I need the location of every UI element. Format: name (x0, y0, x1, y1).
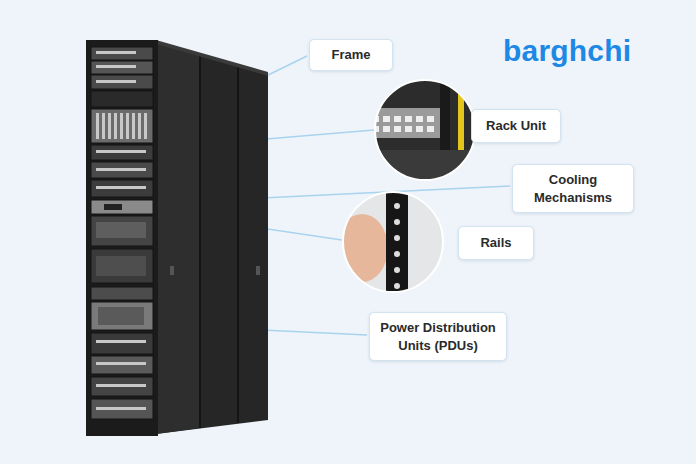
port (383, 116, 390, 122)
closeup-border (343, 192, 443, 292)
label-text: Frame (331, 46, 370, 64)
closeup-ground (370, 75, 480, 185)
rack-unit-closeup (370, 75, 480, 185)
closeup-border (375, 80, 475, 180)
drive-bay (96, 168, 146, 171)
rack-cabinet (86, 40, 268, 436)
rail-hole (394, 283, 400, 289)
unit-details (96, 51, 147, 410)
panel-latch (170, 266, 174, 275)
blade-enclosure (91, 109, 153, 143)
server-unit (91, 249, 153, 283)
label-text: Rack Unit (486, 117, 546, 135)
tape-library (91, 302, 153, 330)
port (405, 126, 412, 132)
side-panel (156, 42, 268, 434)
display-unit (91, 200, 153, 214)
tape-slot (98, 307, 144, 325)
patch-panel (370, 108, 450, 138)
server-unit (91, 61, 153, 74)
lcd-display (104, 204, 122, 210)
server-unit (91, 162, 153, 178)
label-box: Frame (309, 39, 393, 71)
rail-hole (394, 267, 400, 273)
rack-frame (86, 40, 158, 436)
rails-closeup (336, 188, 450, 300)
rack-units (91, 47, 153, 419)
label-box: Rails (458, 226, 534, 260)
label-box: Cooling Mechanisms (512, 164, 634, 213)
drive-bay (96, 384, 146, 387)
port (405, 116, 412, 122)
panel-seam (237, 65, 239, 423)
blade-slot (132, 113, 135, 139)
blade-slot (114, 113, 117, 139)
label-text: Cooling Mechanisms (521, 171, 625, 206)
drive-bay (96, 407, 146, 410)
rail (386, 188, 408, 298)
blade-slot (108, 113, 111, 139)
rail-hole (394, 251, 400, 257)
port (427, 116, 434, 122)
server-unit (91, 377, 153, 396)
server-unit (91, 333, 153, 354)
server-unit (91, 287, 153, 300)
drive-bay (96, 362, 146, 365)
port (427, 126, 434, 132)
panel-seam (199, 54, 201, 428)
label-box: Rack Unit (471, 109, 561, 143)
rail-hole (394, 235, 400, 241)
drive-bay (96, 65, 136, 68)
port (394, 116, 401, 122)
drive-bay (96, 51, 136, 54)
blade-slot (120, 113, 123, 139)
label-text: Power Distribution Units (PDUs) (378, 319, 498, 354)
server-unit (91, 180, 153, 197)
server-unit (91, 91, 153, 107)
rail-hole (394, 203, 400, 209)
server-unit (91, 145, 153, 160)
blade-slot (96, 113, 99, 139)
drive-bay (96, 80, 136, 83)
drive-bay (96, 186, 146, 189)
server-unit (91, 75, 153, 89)
port (394, 126, 401, 132)
front-grille (96, 256, 146, 276)
drive-bay (96, 340, 146, 343)
blade-slot (138, 113, 141, 139)
server-unit (91, 47, 153, 60)
drive-bay (96, 150, 146, 153)
port (383, 126, 390, 132)
leader-line (262, 56, 307, 78)
port (416, 116, 423, 122)
blade-slot (144, 113, 147, 139)
rail-hole (394, 219, 400, 225)
side-panel (156, 42, 200, 434)
server-unit (91, 356, 153, 374)
front-grille (96, 222, 146, 238)
logo-watermark: barghchi (503, 34, 631, 68)
blade-slot (126, 113, 129, 139)
server-unit (91, 216, 153, 246)
panel-latch (256, 266, 260, 275)
leader-line (262, 330, 367, 335)
label-box: Power Distribution Units (PDUs) (369, 312, 507, 361)
server-unit (91, 399, 153, 419)
label-text: Rails (480, 234, 511, 252)
blade-slot (102, 113, 105, 139)
port (416, 126, 423, 132)
